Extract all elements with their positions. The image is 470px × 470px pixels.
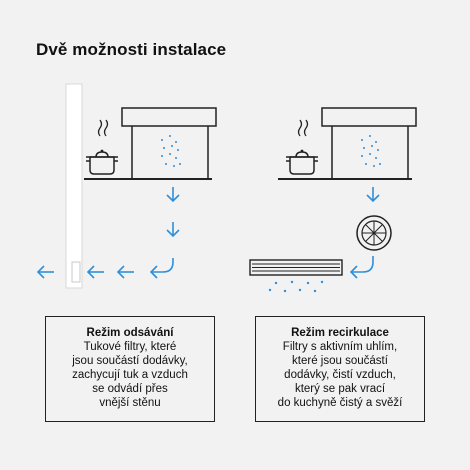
arrow-turn <box>151 258 174 273</box>
extraction-mode-card: Režim odsávání Tukové filtry, které jsou… <box>45 316 215 422</box>
arrow-left-icon <box>37 265 55 279</box>
arrow-down-icon <box>366 186 380 202</box>
air-particles <box>361 135 381 167</box>
recirculation-mode-description: Filtry s aktivním uhlím, které jsou souč… <box>277 341 403 409</box>
arrow-turn <box>351 256 374 273</box>
wall-icon <box>65 83 83 289</box>
recirculation-mode-heading: Režim recirkulace <box>291 327 389 339</box>
extraction-mode-description: Tukové filtry, které jsou součástí dodáv… <box>72 341 188 409</box>
recirculation-mode-card: Režim recirkulace Filtry s aktivním uhlí… <box>255 316 425 422</box>
air-particles <box>268 280 324 293</box>
arrow-left-icon <box>117 265 135 279</box>
pot-icon <box>285 148 319 175</box>
air-particles <box>161 135 181 167</box>
steam-icon <box>97 119 109 137</box>
hood-icon <box>321 107 417 178</box>
page-title: Dvě možnosti instalace <box>36 40 227 59</box>
fan-icon <box>356 215 392 251</box>
arrow-left-icon <box>87 265 105 279</box>
arrow-down-icon <box>166 221 180 237</box>
pot-icon <box>85 148 119 175</box>
extraction-mode-heading: Režim odsávání <box>86 327 174 339</box>
hood-icon <box>121 107 217 178</box>
vent-grille-icon <box>249 259 343 276</box>
steam-icon <box>297 119 309 137</box>
arrow-down-icon <box>166 186 180 202</box>
